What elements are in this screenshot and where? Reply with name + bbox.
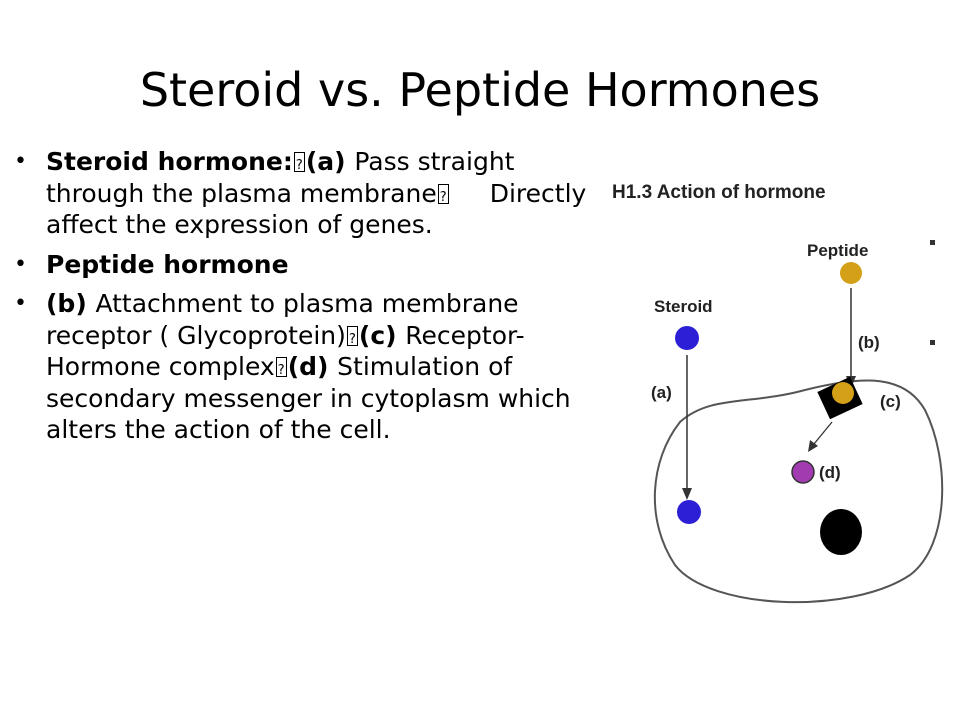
bullet-square-2 xyxy=(930,340,935,345)
bullet-bold-text: (c) xyxy=(358,320,406,350)
steroid-molecule-inside xyxy=(677,500,701,524)
bullet-text: Attachment to plasma membrane receptor (… xyxy=(46,289,519,350)
arrowhead-a xyxy=(682,488,692,500)
steroid-molecule-outside xyxy=(675,326,699,350)
bullet-bold-text: (a) xyxy=(305,147,355,176)
label-d: (d) xyxy=(819,463,841,482)
label-a: (a) xyxy=(651,383,672,402)
arrow-to-messenger xyxy=(813,421,833,445)
label-b: (b) xyxy=(858,333,880,352)
bullet-bold-text: Peptide hormone xyxy=(46,249,289,279)
slide-title: Steroid vs. Peptide Hormones xyxy=(139,63,821,117)
bullet-item: • Peptide hormone xyxy=(14,249,604,281)
peptide-molecule xyxy=(840,262,862,284)
missing-glyph-box xyxy=(346,324,358,355)
bullet-text: Receptor-Hormone complex xyxy=(46,320,525,382)
bullet-text: Directly affect the expression of genes. xyxy=(46,178,587,240)
hormone-action-diagram: H1.3 Action of hormone Peptide (b) (c) (… xyxy=(612,182,944,604)
figure-heading: H1.3 Action of hormone xyxy=(612,182,826,203)
bullet-list: • Steroid hormone: (a) Pass straight throu… xyxy=(14,146,604,454)
secondary-messenger xyxy=(791,460,815,484)
bullet-dot: • xyxy=(14,251,27,277)
missing-glyph-box xyxy=(437,182,449,213)
bullet-item: • Steroid hormone: (a) Pass straight throu… xyxy=(14,146,604,241)
bullet-bold-text: Steroid hormone: xyxy=(46,147,293,176)
steroid-label: Steroid xyxy=(654,297,713,316)
bound-peptide xyxy=(832,382,854,404)
bullet-dot: • xyxy=(14,149,27,174)
bullet-item: • (b) Attachment to plasma membrane recep… xyxy=(14,288,604,446)
missing-glyph-box xyxy=(293,150,305,182)
arrowhead-messenger xyxy=(808,440,818,452)
peptide-label: Peptide xyxy=(807,241,868,260)
nucleus xyxy=(820,509,862,555)
cell-membrane xyxy=(653,379,944,604)
bullet-bold-text: (b) xyxy=(46,289,96,318)
bullet-bold-text: (d) xyxy=(287,352,338,381)
bullet-text: Pass straight through the plasma membran… xyxy=(46,147,515,208)
bullet-square-1 xyxy=(930,240,935,245)
label-c: (c) xyxy=(880,392,901,411)
bullet-text: Stimulation of secondary messenger in cy… xyxy=(46,352,571,444)
missing-glyph-box xyxy=(275,355,287,387)
bullet-dot: • xyxy=(14,291,27,316)
